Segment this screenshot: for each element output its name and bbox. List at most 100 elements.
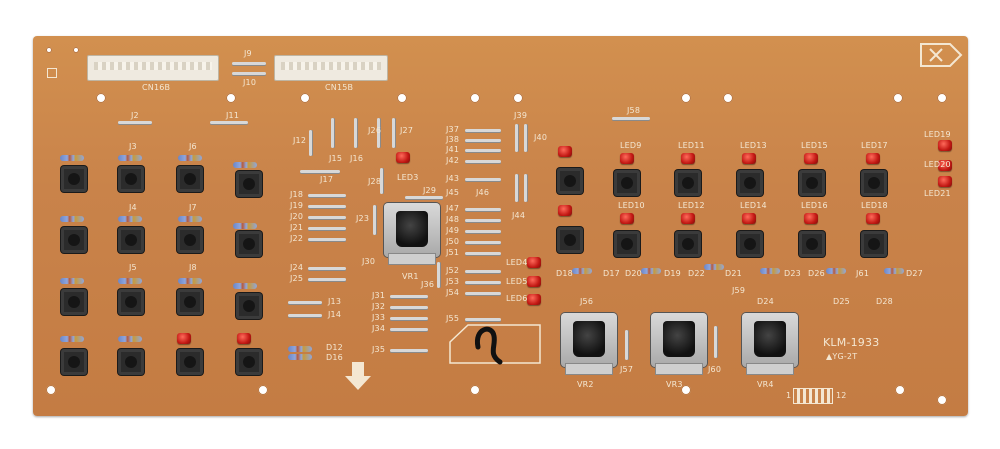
j53-label: J53 <box>446 277 460 286</box>
j58-label: J58 <box>627 106 641 115</box>
square-marker <box>47 68 57 78</box>
d27-label: D27 <box>906 269 923 278</box>
j4-label: J4 <box>129 203 137 212</box>
tact-switch[interactable] <box>675 231 701 257</box>
tact-switch[interactable] <box>61 166 87 192</box>
tact-switch[interactable] <box>557 168 583 194</box>
tact-switch[interactable] <box>236 349 262 375</box>
model-label: KLM-1933 <box>823 336 880 349</box>
led12 <box>681 213 695 224</box>
j25-label: J25 <box>290 274 304 283</box>
potentiometer-vr2[interactable] <box>561 313 617 375</box>
jumper-j28 <box>380 168 383 194</box>
jumper <box>524 124 527 152</box>
j33-label: J33 <box>372 313 386 322</box>
jumper <box>308 227 346 230</box>
tact-switch[interactable] <box>737 170 763 196</box>
down-arrow-icon <box>345 362 371 390</box>
jumper <box>308 194 346 197</box>
led13 <box>742 153 756 164</box>
tact-switch[interactable] <box>177 349 203 375</box>
j38-label: J38 <box>446 135 460 144</box>
j37-label: J37 <box>446 125 460 134</box>
tact-switch[interactable] <box>61 227 87 253</box>
tact-switch[interactable] <box>118 227 144 253</box>
d23-label: D23 <box>784 269 801 278</box>
tact-switch[interactable] <box>177 166 203 192</box>
tact-switch[interactable] <box>61 349 87 375</box>
j31-label: J31 <box>372 291 386 300</box>
pin-start-label: 1 <box>786 391 792 400</box>
tact-switch[interactable] <box>737 231 763 257</box>
mount-hole <box>46 385 56 395</box>
mount-hole <box>893 93 903 103</box>
led15-label: LED15 <box>801 141 828 150</box>
resistor <box>233 283 257 289</box>
resistor <box>178 278 202 284</box>
pin-header <box>793 388 833 404</box>
tact-switch[interactable] <box>614 170 640 196</box>
tact-switch[interactable] <box>799 231 825 257</box>
led9-label: LED9 <box>620 141 642 150</box>
j42-label: J42 <box>446 156 460 165</box>
d21-label: D21 <box>725 269 742 278</box>
tact-switch[interactable] <box>177 227 203 253</box>
jumper-j39 <box>515 124 518 152</box>
j57-label: J57 <box>620 365 634 374</box>
jumper <box>465 241 501 244</box>
tact-switch[interactable] <box>675 170 701 196</box>
tact-switch[interactable] <box>236 293 262 319</box>
mount-hole <box>895 385 905 395</box>
mount-hole <box>937 395 947 405</box>
potentiometer-vr1[interactable] <box>384 203 440 265</box>
j17-label: J17 <box>320 175 334 184</box>
d25-label: D25 <box>833 297 850 306</box>
resistor <box>60 216 84 222</box>
tact-switch[interactable] <box>61 289 87 315</box>
potentiometer-vr4[interactable] <box>742 313 798 375</box>
resistor <box>233 223 257 229</box>
j6-label: J6 <box>189 142 197 151</box>
mount-hole <box>723 93 733 103</box>
d16-label: D16 <box>326 353 343 362</box>
j48-label: J48 <box>446 215 460 224</box>
tact-switch[interactable] <box>614 231 640 257</box>
led20-label: LED20 <box>924 160 951 169</box>
resistor <box>60 336 84 342</box>
jumper-j27 <box>392 118 395 148</box>
resistor <box>178 155 202 161</box>
jumper-j11 <box>210 121 248 124</box>
j50-label: J50 <box>446 237 460 246</box>
resistor <box>118 216 142 222</box>
tact-switch[interactable] <box>861 231 887 257</box>
connector-cn15b <box>274 55 388 81</box>
diode <box>572 268 592 274</box>
tact-switch[interactable] <box>236 171 262 197</box>
status-led <box>177 333 191 344</box>
jumper <box>390 295 428 298</box>
tact-switch[interactable] <box>861 170 887 196</box>
j2-label: J2 <box>131 111 139 120</box>
resistor <box>60 278 84 284</box>
j35-label: J35 <box>372 345 386 354</box>
jumper-j29 <box>405 196 443 199</box>
tact-switch[interactable] <box>118 289 144 315</box>
jumper <box>465 208 501 211</box>
vr3-label: VR3 <box>666 380 683 389</box>
led16-label: LED16 <box>801 201 828 210</box>
tact-switch[interactable] <box>118 349 144 375</box>
jumper-j13 <box>288 301 322 304</box>
jumper <box>308 278 346 281</box>
resistor <box>233 162 257 168</box>
tact-switch[interactable] <box>177 289 203 315</box>
potentiometer-vr3[interactable] <box>651 313 707 375</box>
j18-label: J18 <box>290 190 304 199</box>
mount-hole <box>513 93 523 103</box>
jumper-j23 <box>373 205 376 235</box>
tact-switch[interactable] <box>799 170 825 196</box>
tact-switch[interactable] <box>557 227 583 253</box>
tact-switch[interactable] <box>236 231 262 257</box>
led14 <box>742 213 756 224</box>
led15 <box>804 153 818 164</box>
tact-switch[interactable] <box>118 166 144 192</box>
